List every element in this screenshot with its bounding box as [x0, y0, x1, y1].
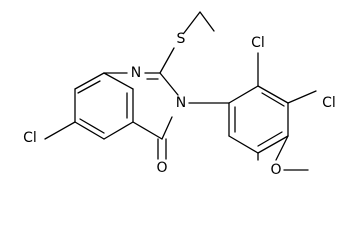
- bond: [257, 85, 289, 104]
- nitrogen-label-n3: N: [176, 95, 186, 111]
- bond: [103, 121, 134, 140]
- bond: [228, 85, 259, 104]
- bond: [199, 11, 215, 32]
- bond: [74, 72, 105, 90]
- bond: [183, 11, 201, 34]
- bond: [257, 135, 289, 154]
- structure-canvas: Cl N N S O Cl Cl O: [23, 11, 336, 178]
- bond: [261, 92, 285, 107]
- bond: [257, 131, 283, 147]
- bond: [161, 116, 173, 140]
- atom-labels: Cl N N S O Cl Cl O: [23, 31, 336, 178]
- bond: [275, 135, 289, 161]
- bond: [44, 121, 76, 140]
- chlorine-label-para: Cl: [322, 95, 336, 111]
- bond: [132, 121, 163, 140]
- sulfur-label: S: [177, 31, 186, 47]
- bond-lines: [44, 11, 317, 171]
- chemical-structure-diagram: Cl N N S O Cl Cl O: [23, 11, 336, 178]
- chlorine-label-ortho: Cl: [251, 35, 265, 51]
- bond: [79, 118, 105, 134]
- bond: [159, 47, 175, 74]
- bond: [77, 80, 101, 94]
- oxygen-label-methoxy: O: [270, 162, 281, 178]
- nitrogen-label-n1: N: [131, 65, 141, 81]
- bond: [74, 121, 105, 140]
- oxygen-label-carbonyl: O: [156, 160, 167, 176]
- bond: [159, 72, 179, 96]
- bond: [287, 90, 317, 104]
- bond: [228, 135, 259, 154]
- bond: [103, 72, 134, 90]
- chlorine-label-quinazoline: Cl: [23, 130, 37, 146]
